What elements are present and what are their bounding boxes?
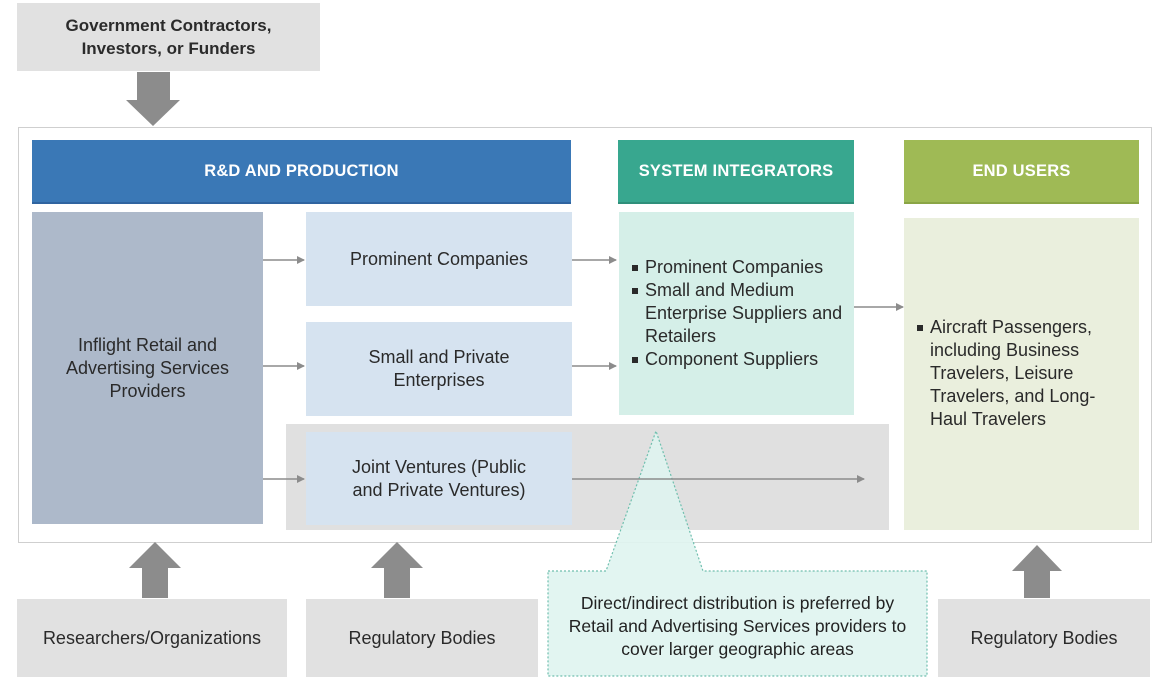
block-arrow-up-icon [371,542,423,598]
callout-text: Direct/indirect distribution is preferre… [568,593,907,659]
funders-box: Government Contractors, Investors, or Fu… [17,3,320,71]
si-item: Prominent Companies [631,256,846,279]
block-arrow-up-icon [129,542,181,598]
regulatory-bodies-box-right: Regulatory Bodies [938,599,1150,677]
rd-box-label: Prominent Companies [349,248,529,269]
si-item: Component Suppliers [631,348,846,371]
regulatory-right-label: Regulatory Bodies [970,627,1118,648]
system-integrators-list: Prominent Companies Small and Medium Ent… [619,212,854,415]
header-system-integrators: SYSTEM INTEGRATORS [618,140,854,204]
si-item: Small and Medium Enterprise Suppliers an… [631,279,846,348]
callout-note: Direct/indirect distribution is preferre… [548,571,927,676]
rd-box-joint-ventures: Joint Ventures (Public and Private Ventu… [306,432,572,525]
header-si-label: SYSTEM INTEGRATORS [638,161,834,180]
regulatory-left-label: Regulatory Bodies [348,627,496,648]
providers-box: Inflight Retail and Advertising Services… [32,212,263,524]
eu-item: Aircraft Passengers, including Business … [916,316,1121,431]
providers-label: Inflight Retail and Advertising Services… [65,334,230,401]
rd-box-small-private: Small and Private Enterprises [306,322,572,416]
rd-box-label: Joint Ventures (Public and Private Ventu… [351,456,527,500]
end-users-list: Aircraft Passengers, including Business … [904,218,1139,530]
header-eu-label: END USERS [972,161,1071,180]
header-end-users: END USERS [904,140,1139,204]
header-rd-production: R&D AND PRODUCTION [32,140,571,204]
funders-label: Government Contractors, Investors, or Fu… [65,16,272,58]
block-arrow-down-icon [126,72,180,126]
rd-box-label: Small and Private Enterprises [368,347,510,390]
regulatory-bodies-box-left: Regulatory Bodies [306,599,538,677]
rd-box-prominent-companies: Prominent Companies [306,212,572,306]
block-arrow-up-icon [1012,545,1062,598]
researchers-box: Researchers/Organizations [17,599,287,677]
header-rd-label: R&D AND PRODUCTION [204,161,399,180]
researchers-label: Researchers/Organizations [42,627,262,648]
